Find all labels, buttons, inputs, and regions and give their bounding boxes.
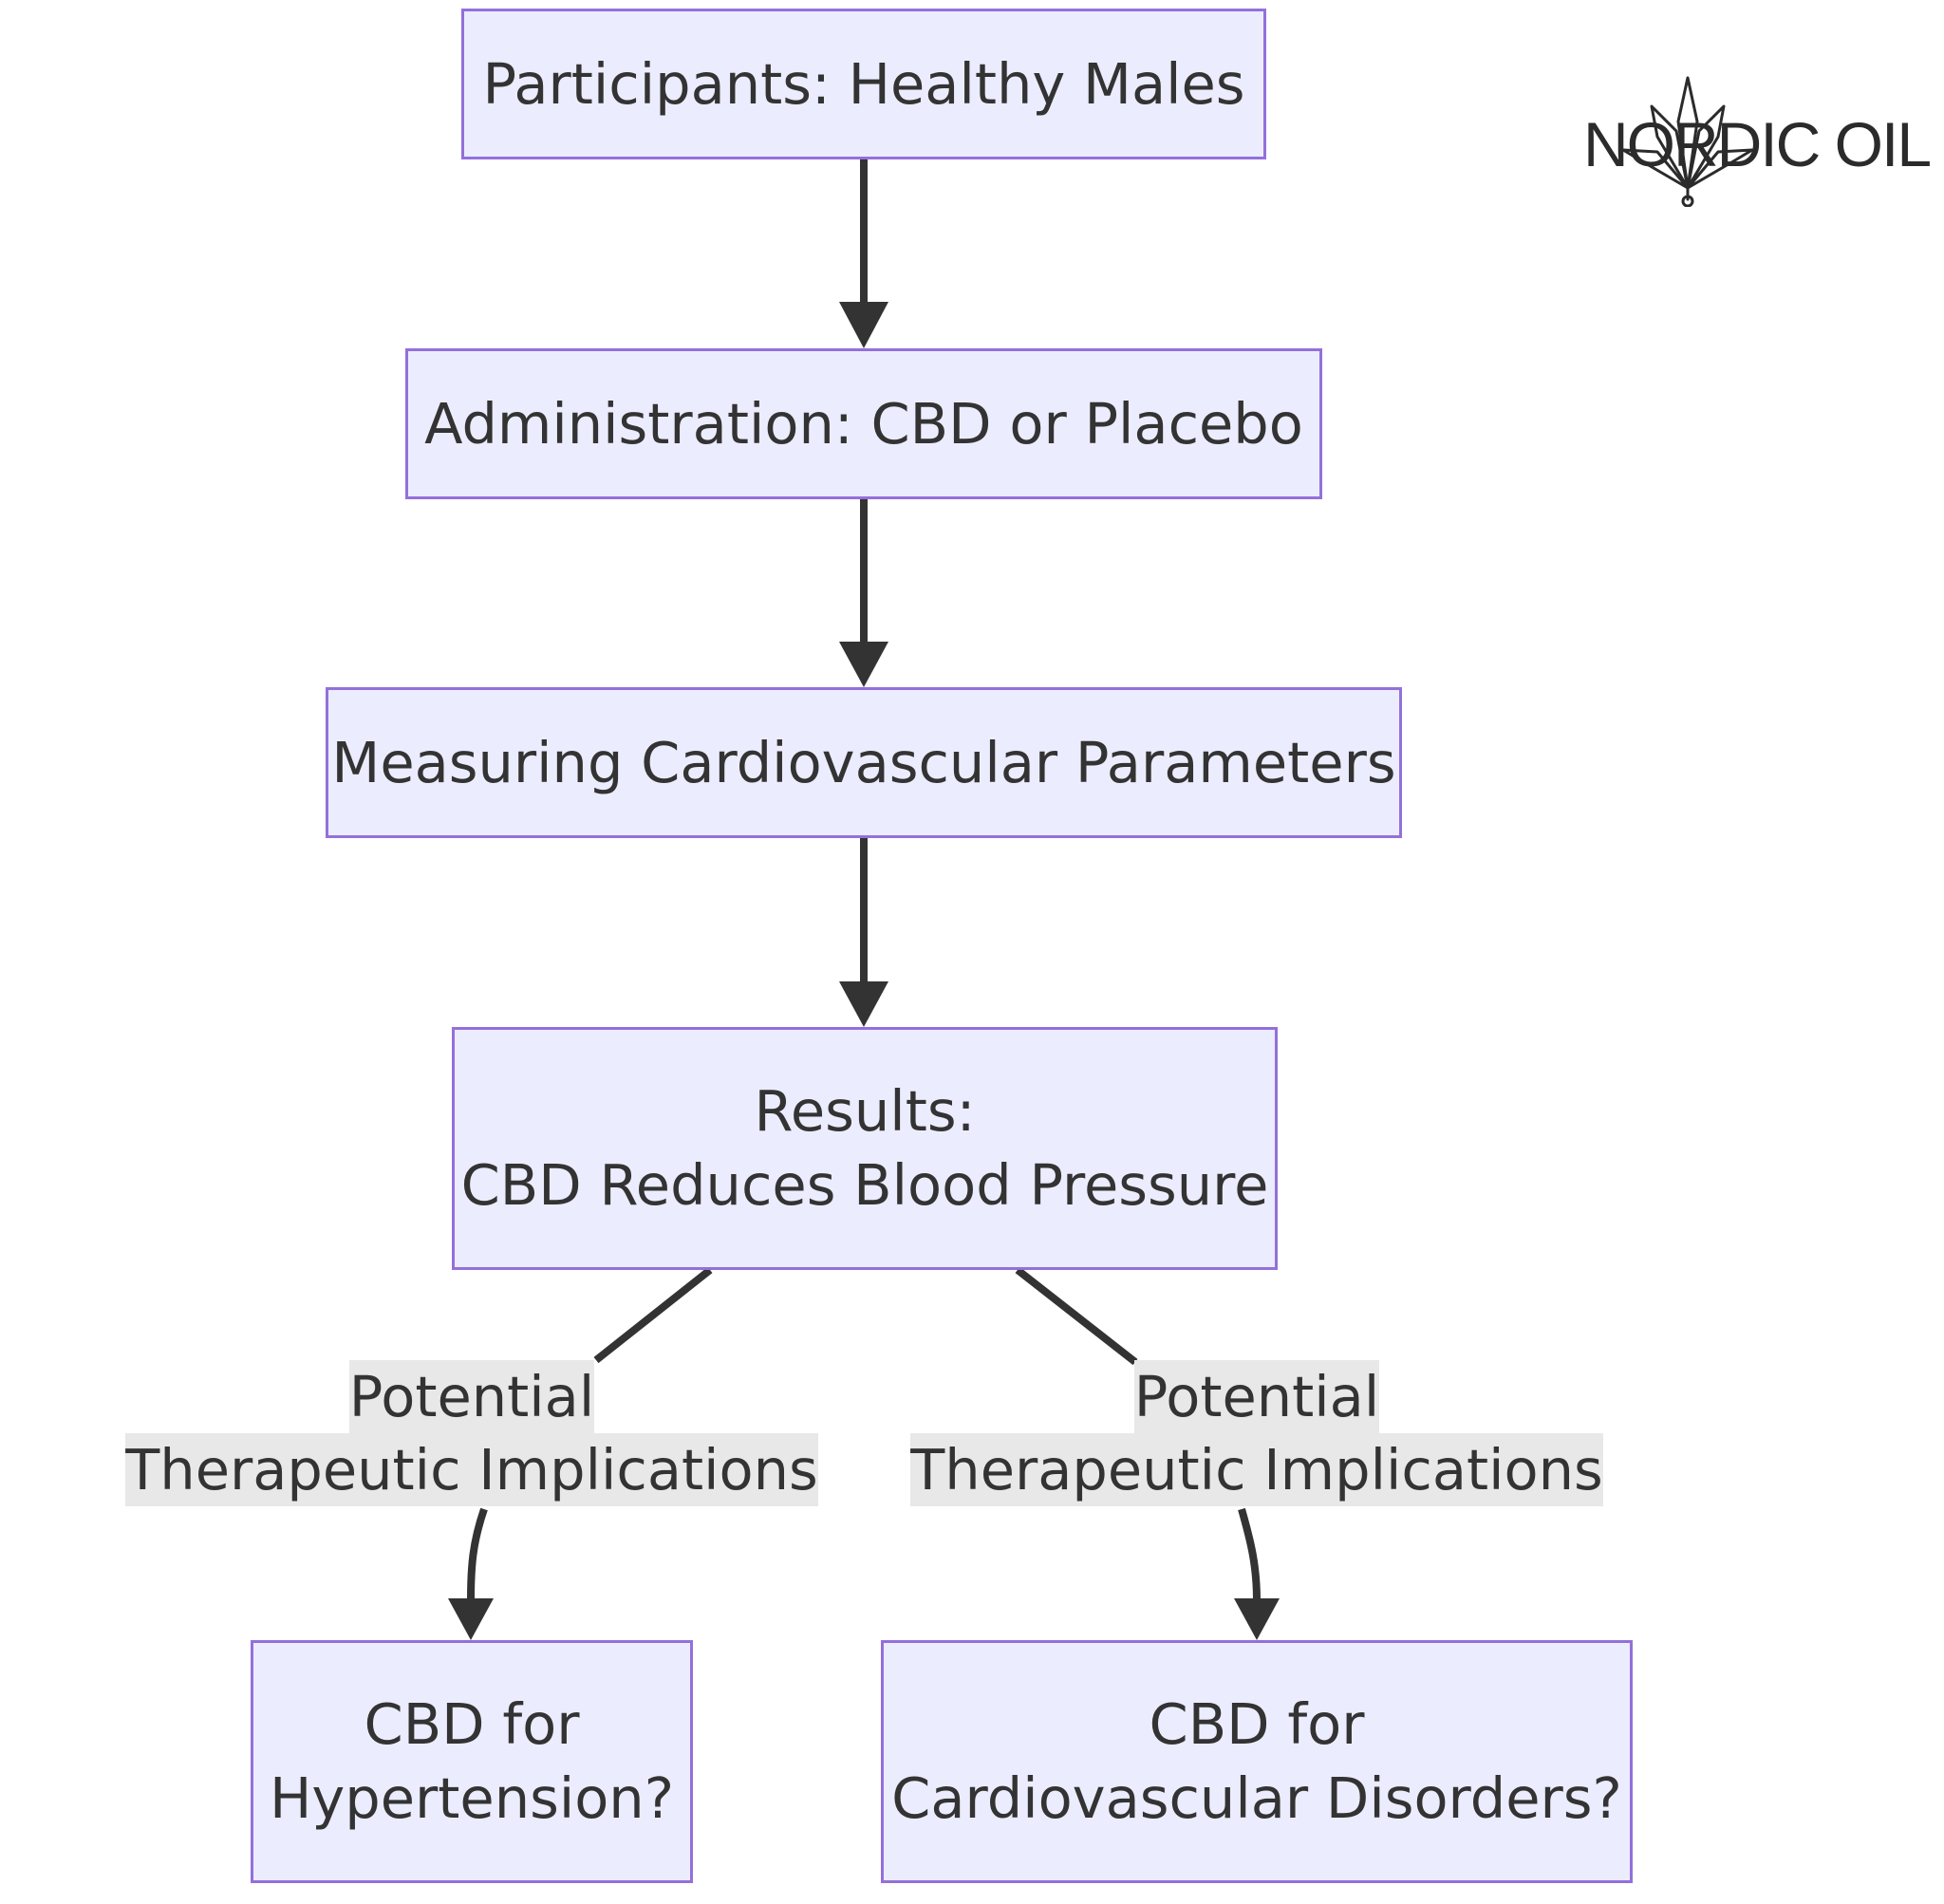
edge-measuring-to-results — [839, 838, 888, 1027]
edge-results-to-cardio-disorders — [1015, 1266, 1280, 1640]
node-administration: Administration: CBD or Placebo — [405, 348, 1322, 499]
node-administration-label: Administration: CBD or Placebo — [424, 390, 1303, 457]
node-participants: Participants: Healthy Males — [461, 9, 1266, 159]
edge-label-left-line1: Potential — [348, 1360, 595, 1433]
cannabis-leaf-icon — [1621, 76, 1754, 207]
node-cardio-disorders-label-line2: Cardiovascular Disorders? — [891, 1765, 1622, 1831]
node-hypertension-label-line2: Hypertension? — [269, 1765, 675, 1831]
edge-label-right-line1: Potential — [1133, 1360, 1380, 1433]
node-cardio-disorders-label-line1: CBD for — [1149, 1691, 1365, 1757]
edge-label-right-line2: Therapeutic Implications — [910, 1433, 1603, 1506]
edge-participants-to-administration — [839, 159, 888, 348]
node-measuring: Measuring Cardiovascular Parameters — [326, 687, 1402, 838]
edge-administration-to-measuring — [839, 499, 888, 687]
node-hypertension: CBD for Hypertension? — [251, 1640, 693, 1883]
edge-label-left-line2: Therapeutic Implications — [125, 1433, 818, 1506]
edge-results-to-hypertension — [448, 1266, 713, 1640]
node-results-label-line1: Results: — [754, 1078, 976, 1144]
edge-label-right: Potential Therapeutic Implications — [910, 1360, 1603, 1506]
node-results: Results: CBD Reduces Blood Pressure — [452, 1027, 1278, 1270]
node-results-label-line2: CBD Reduces Blood Pressure — [460, 1152, 1269, 1218]
node-participants-label: Participants: Healthy Males — [482, 50, 1245, 117]
edge-label-left: Potential Therapeutic Implications — [125, 1360, 818, 1506]
brand-logo-text: NORDIC OIL — [1583, 109, 1932, 179]
node-cardio-disorders: CBD for Cardiovascular Disorders? — [881, 1640, 1633, 1883]
node-hypertension-label-line1: CBD for — [364, 1691, 580, 1757]
node-measuring-label: Measuring Cardiovascular Parameters — [331, 729, 1396, 795]
